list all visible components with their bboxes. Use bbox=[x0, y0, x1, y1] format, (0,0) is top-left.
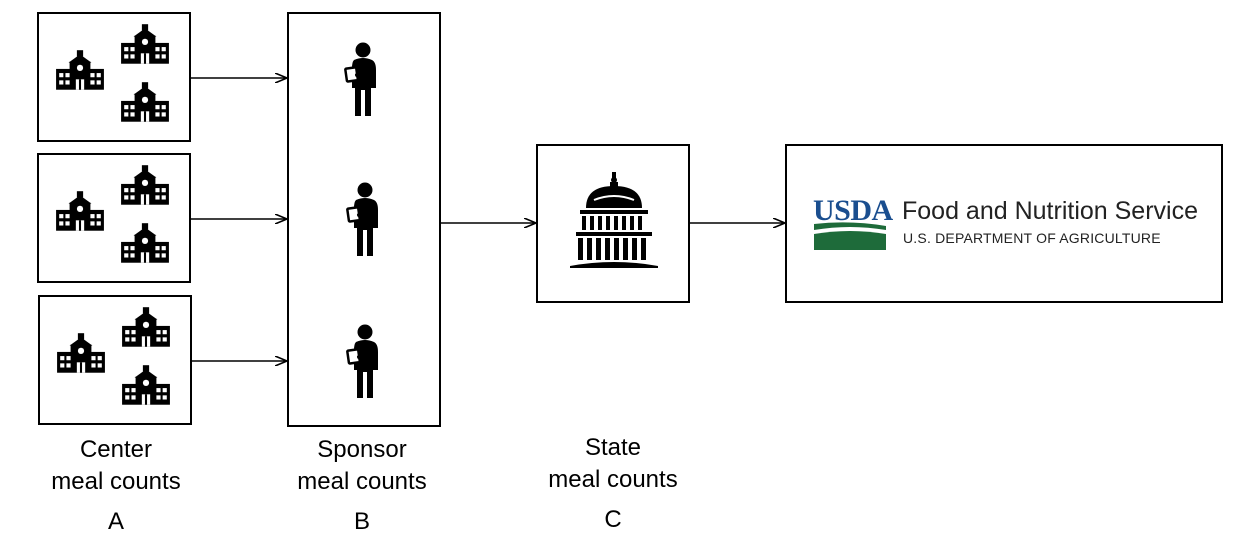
school-building-icon bbox=[54, 191, 106, 233]
fns-title: Food and Nutrition Service bbox=[902, 197, 1198, 225]
center-caption-line1: Center bbox=[79, 436, 153, 463]
center-box-2 bbox=[37, 153, 191, 283]
person-with-clipboard-icon bbox=[344, 42, 380, 118]
center-caption: Center meal counts bbox=[16, 434, 216, 498]
sponsor-letter: B bbox=[353, 508, 370, 535]
state-box bbox=[536, 144, 690, 303]
capitol-dome-icon bbox=[564, 172, 664, 272]
state-caption: State meal counts bbox=[513, 432, 713, 496]
usda-logo-text: USDA bbox=[813, 194, 893, 227]
center-box-3 bbox=[38, 295, 192, 425]
center-letter: A bbox=[107, 508, 124, 535]
person-with-clipboard-icon bbox=[346, 324, 382, 400]
school-building-icon bbox=[119, 165, 171, 207]
state-letter: C bbox=[604, 506, 622, 533]
school-building-icon bbox=[54, 50, 106, 92]
center-box-1 bbox=[37, 12, 191, 142]
state-caption-line2: meal counts bbox=[548, 466, 678, 493]
school-building-icon bbox=[119, 24, 171, 66]
school-building-icon bbox=[55, 333, 107, 375]
school-building-icon bbox=[119, 82, 171, 124]
sponsor-caption: Sponsor meal counts bbox=[262, 434, 462, 498]
sponsor-caption-line2: meal counts bbox=[297, 468, 427, 495]
usda-logo-swoosh bbox=[814, 222, 886, 250]
sponsor-box bbox=[287, 12, 441, 427]
sponsor-caption-line1: Sponsor bbox=[317, 436, 407, 463]
person-with-clipboard-icon bbox=[346, 182, 382, 258]
school-building-icon bbox=[120, 307, 172, 349]
fns-subtitle: U.S. DEPARTMENT OF AGRICULTURE bbox=[903, 230, 1161, 246]
school-building-icon bbox=[119, 223, 171, 265]
state-caption-line1: State bbox=[584, 434, 642, 461]
center-caption-line2: meal counts bbox=[51, 468, 181, 495]
school-building-icon bbox=[120, 365, 172, 407]
